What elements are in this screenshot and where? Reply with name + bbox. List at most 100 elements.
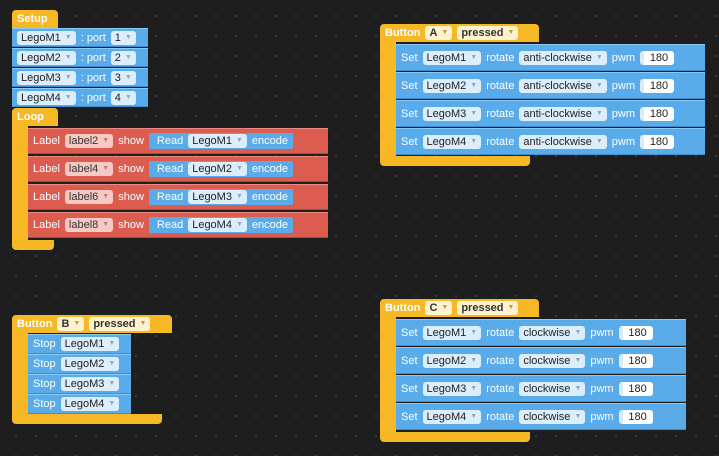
chevron-down-icon: ▼ [64, 53, 72, 61]
motor-dropdown[interactable]: LegoM1▼ [422, 325, 482, 340]
label-show-row-1[interactable]: Label label2▼ show Read LegoM1▼ encode [28, 128, 328, 154]
motor-dropdown[interactable]: LegoM4▼ [60, 397, 120, 411]
chevron-down-icon: ▼ [470, 356, 478, 364]
setup-row-4[interactable]: LegoM4▼ : port 4▼ [12, 88, 148, 107]
direction-dropdown[interactable]: anti-clockwise▼ [519, 106, 607, 121]
chevron-down-icon: ▼ [595, 137, 603, 145]
motor-dropdown[interactable]: LegoM2▼ [422, 353, 482, 368]
loop-title: Loop [17, 111, 44, 123]
motor-dropdown[interactable]: LegoM1▼ [188, 134, 247, 148]
pwm-value-input[interactable]: 180 [640, 78, 674, 93]
label-show-row-4[interactable]: Label label8▼ show Read LegoM4▼ encode [28, 212, 328, 238]
pwm-value-input[interactable]: 180 [618, 381, 653, 396]
motor-dropdown[interactable]: LegoM3▼ [422, 381, 482, 396]
button-a-hat[interactable]: Button A▼ pressed▼ [380, 24, 539, 42]
label-dropdown[interactable]: label2▼ [64, 134, 114, 148]
set-rotate-row-4[interactable]: Set LegoM4▼ rotate clockwise▼ pwm 180 [396, 403, 686, 430]
motor-dropdown[interactable]: LegoM3▼ [422, 106, 482, 121]
loop-foot [12, 240, 54, 250]
chevron-down-icon: ▼ [108, 380, 116, 387]
chevron-down-icon: ▼ [108, 400, 116, 407]
chevron-down-icon: ▼ [235, 165, 243, 172]
chevron-down-icon: ▼ [470, 137, 478, 145]
direction-dropdown[interactable]: clockwise▼ [519, 353, 586, 368]
button-dropdown[interactable]: B▼ [57, 317, 85, 331]
label-dropdown[interactable]: label6▼ [64, 190, 114, 204]
motor-dropdown[interactable]: LegoM3▼ [60, 377, 120, 391]
chevron-down-icon: ▼ [102, 193, 110, 200]
set-rotate-row-2[interactable]: Set LegoM2▼ rotate clockwise▼ pwm 180 [396, 347, 686, 374]
label-show-row-3[interactable]: Label label6▼ show Read LegoM3▼ encode [28, 184, 328, 210]
read-encode-block[interactable]: Read LegoM2▼ encode [148, 161, 293, 177]
motor-dropdown[interactable]: LegoM1▼ [17, 30, 76, 45]
motor-dropdown[interactable]: LegoM1▼ [60, 337, 120, 351]
button-dropdown[interactable]: A▼ [425, 26, 453, 40]
read-encode-block[interactable]: Read LegoM3▼ encode [148, 189, 293, 205]
pwm-value-input[interactable]: 180 [618, 325, 653, 340]
button-c-hat[interactable]: Button C▼ pressed▼ [380, 299, 539, 317]
label-show-row-2[interactable]: Label label4▼ show Read LegoM2▼ encode [28, 156, 328, 182]
motor-dropdown[interactable]: LegoM4▼ [422, 134, 482, 149]
label-dropdown[interactable]: label4▼ [64, 162, 114, 176]
port-dropdown[interactable]: 2▼ [110, 50, 136, 65]
motor-dropdown[interactable]: LegoM2▼ [17, 50, 76, 65]
motor-dropdown[interactable]: LegoM2▼ [60, 357, 120, 371]
label-dropdown[interactable]: label8▼ [64, 218, 114, 232]
loop-spine [12, 126, 28, 242]
direction-dropdown[interactable]: clockwise▼ [519, 381, 586, 396]
pwm-value-input[interactable]: 180 [640, 106, 674, 121]
port-dropdown[interactable]: 4▼ [110, 90, 136, 105]
motor-dropdown[interactable]: LegoM1▼ [422, 50, 482, 65]
pwm-value-input[interactable]: 180 [618, 409, 653, 424]
set-rotate-row-3[interactable]: Set LegoM3▼ rotate anti-clockwise▼ pwm 1… [396, 100, 705, 127]
set-rotate-row-1[interactable]: Set LegoM1▼ rotate clockwise▼ pwm 180 [396, 319, 686, 346]
chevron-down-icon: ▼ [124, 93, 132, 101]
stop-row-3[interactable]: Stop LegoM3▼ [28, 374, 131, 394]
motor-dropdown[interactable]: LegoM2▼ [422, 78, 482, 93]
motor-dropdown[interactable]: LegoM3▼ [188, 190, 247, 204]
stop-row-1[interactable]: Stop LegoM1▼ [28, 334, 131, 354]
button-b-hat[interactable]: Button B▼ pressed▼ [12, 315, 172, 333]
port-dropdown[interactable]: 1▼ [110, 30, 136, 45]
button-c-foot [380, 432, 530, 442]
motor-dropdown[interactable]: LegoM3▼ [17, 70, 76, 85]
chevron-down-icon: ▼ [235, 193, 243, 200]
set-rotate-row-2[interactable]: Set LegoM2▼ rotate anti-clockwise▼ pwm 1… [396, 72, 705, 99]
read-encode-block[interactable]: Read LegoM1▼ encode [148, 133, 293, 149]
button-dropdown[interactable]: C▼ [425, 301, 453, 315]
chevron-down-icon: ▼ [139, 320, 147, 327]
set-rotate-row-3[interactable]: Set LegoM3▼ rotate clockwise▼ pwm 180 [396, 375, 686, 402]
pwm-value-input[interactable]: 180 [640, 50, 674, 65]
event-dropdown[interactable]: pressed▼ [457, 301, 519, 315]
event-dropdown[interactable]: pressed▼ [89, 317, 151, 331]
chevron-down-icon: ▼ [470, 81, 478, 89]
chevron-down-icon: ▼ [108, 360, 116, 367]
stop-row-2[interactable]: Stop LegoM2▼ [28, 354, 131, 374]
direction-dropdown[interactable]: anti-clockwise▼ [519, 50, 607, 65]
chevron-down-icon: ▼ [124, 73, 132, 81]
motor-dropdown[interactable]: LegoM4▼ [188, 218, 247, 232]
direction-dropdown[interactable]: clockwise▼ [519, 325, 586, 340]
direction-dropdown[interactable]: clockwise▼ [519, 409, 586, 424]
port-dropdown[interactable]: 3▼ [110, 70, 136, 85]
direction-dropdown[interactable]: anti-clockwise▼ [519, 78, 607, 93]
set-rotate-row-1[interactable]: Set LegoM1▼ rotate anti-clockwise▼ pwm 1… [396, 44, 705, 71]
motor-dropdown[interactable]: LegoM2▼ [188, 162, 247, 176]
setup-row-3[interactable]: LegoM3▼ : port 3▼ [12, 68, 148, 87]
motor-dropdown[interactable]: LegoM4▼ [422, 409, 482, 424]
direction-dropdown[interactable]: anti-clockwise▼ [519, 134, 607, 149]
chevron-down-icon: ▼ [64, 33, 72, 41]
setup-hat[interactable]: Setup [12, 10, 58, 28]
setup-row-1[interactable]: LegoM1▼ : port 1▼ [12, 28, 148, 47]
motor-dropdown[interactable]: LegoM4▼ [17, 90, 76, 105]
read-encode-block[interactable]: Read LegoM4▼ encode [148, 217, 293, 233]
pwm-value-input[interactable]: 180 [640, 134, 674, 149]
loop-hat[interactable]: Loop [12, 108, 58, 126]
chevron-down-icon: ▼ [102, 221, 110, 228]
setup-row-2[interactable]: LegoM2▼ : port 2▼ [12, 48, 148, 67]
button-b-spine [12, 333, 28, 417]
event-dropdown[interactable]: pressed▼ [457, 26, 519, 40]
set-rotate-row-4[interactable]: Set LegoM4▼ rotate anti-clockwise▼ pwm 1… [396, 128, 705, 155]
pwm-value-input[interactable]: 180 [618, 353, 653, 368]
stop-row-4[interactable]: Stop LegoM4▼ [28, 394, 131, 414]
